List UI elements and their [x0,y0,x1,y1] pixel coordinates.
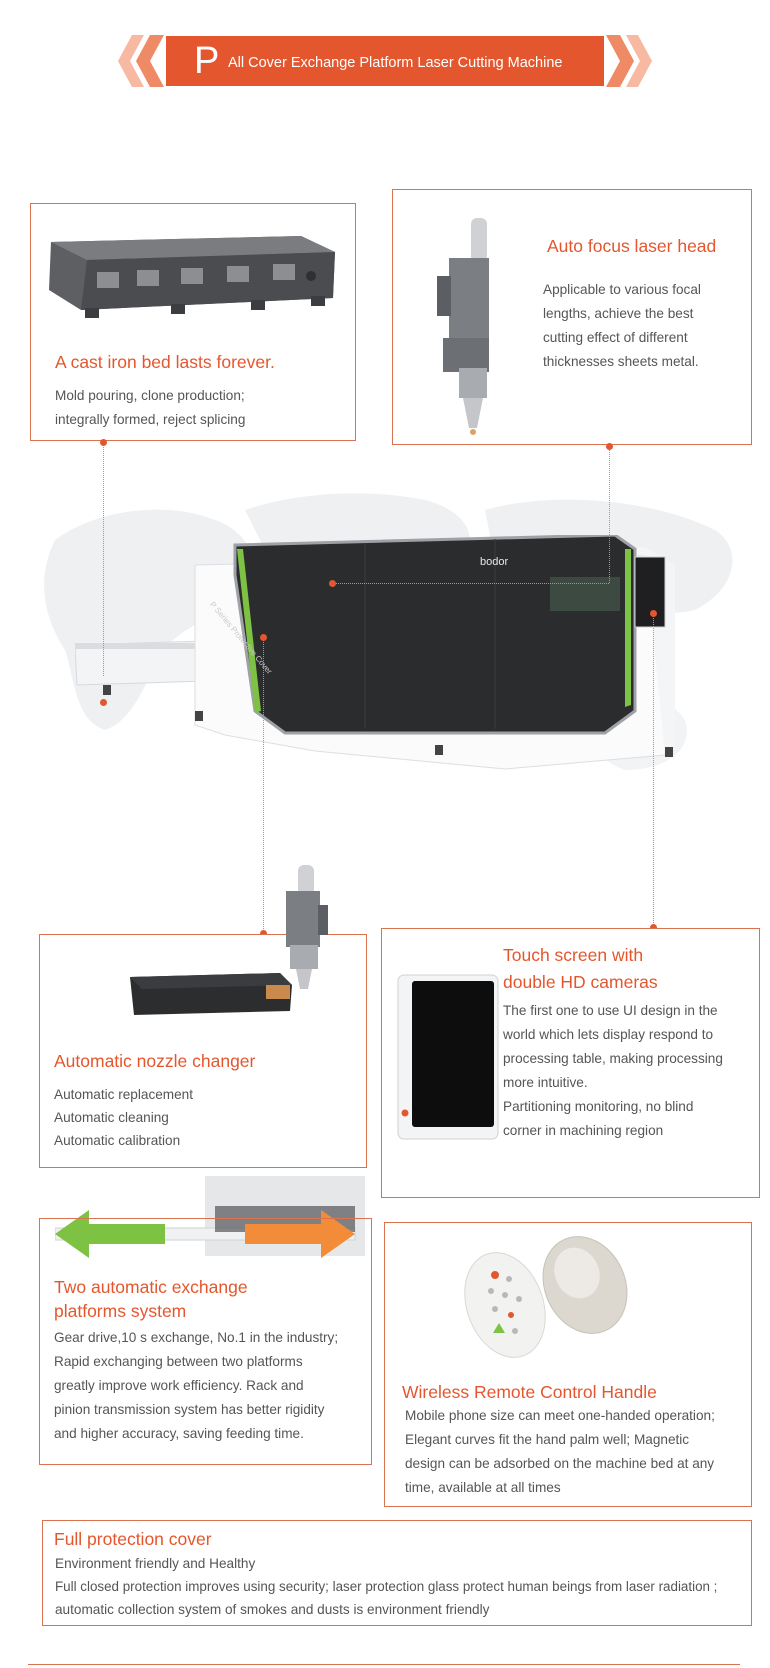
bottom-divider [28,1664,740,1665]
marker-laser-head-top [606,443,613,450]
cover-line-2: Full closed protection improves using se… [55,1579,718,1594]
remote-title: Wireless Remote Control Handle [402,1382,657,1402]
bed-line-1: Mold pouring, clone production; [55,388,245,403]
touch-line-1: The first one to use UI design in the [503,1003,718,1018]
laser-head-line-3: cutting effect of different [543,330,688,345]
laser-head-title: Auto focus laser head [547,236,717,256]
connector-touch [653,615,654,927]
laser-head-line-1: Applicable to various focal [543,282,701,297]
nozzle-title: Automatic nozzle changer [54,1051,256,1071]
touch-screen-image [397,974,499,1140]
remote-line-4: time, available at all times [405,1480,561,1495]
connector-bed [103,444,104,676]
marker-bed-top [100,439,107,446]
touch-line-2: world which lets display respond to [503,1027,714,1042]
laser-head-line-2: lengths, achieve the best [543,306,694,321]
marker-touch-box [650,924,657,931]
nozzle-line-1: Automatic replacement [54,1087,194,1102]
feature-card-remote: Wireless Remote Control Handle Mobile ph… [384,1222,752,1507]
cover-line-3: automatic collection system of smokes an… [55,1602,490,1617]
touch-line-6: corner in machining region [503,1123,664,1138]
feature-card-cover: Full protection cover Environment friend… [42,1520,752,1626]
banner-letter: P [194,40,220,82]
exchange-line-4: pinion transmission system has better ri… [54,1402,325,1417]
touch-line-4: more intuitive. [503,1075,588,1090]
touch-title-line-2: double HD cameras [503,972,658,992]
title-banner: P All Cover Exchange Platform Laser Cutt… [118,32,652,90]
feature-card-exchange: Two automatic exchange platforms system … [39,1218,372,1465]
banner-bar: P All Cover Exchange Platform Laser Cutt… [166,36,604,86]
connector-laser-head [609,448,610,583]
nozzle-line-3: Automatic calibration [54,1133,181,1148]
chevron-left-icon [118,35,164,87]
marker-bed-machine [100,699,107,706]
touch-title-line-1: Touch screen with [503,945,644,965]
feature-card-bed: A cast iron bed lasts forever. Mold pour… [30,203,356,441]
marker-touch-machine [650,610,657,617]
exchange-line-2: Rapid exchanging between two platforms [54,1354,303,1369]
brand-logo: bodor [480,556,509,568]
exchange-line-1: Gear drive,10 s exchange, No.1 in the in… [54,1330,339,1345]
cover-line-1: Environment friendly and Healthy [55,1556,256,1571]
touch-line-3: processing table, making processing [503,1051,723,1066]
feature-card-nozzle: Automatic nozzle changer Automatic repla… [39,865,367,1168]
laser-head-image [437,218,489,435]
remote-control-image [464,1236,628,1358]
exchange-line-3: greatly improve work efficiency. Rack an… [54,1378,304,1393]
remote-line-1: Mobile phone size can meet one-handed op… [405,1408,715,1423]
touch-line-5: Partitioning monitoring, no blind [503,1099,694,1114]
feature-card-laser-head: Auto focus laser head Applicable to vari… [392,189,752,445]
cast-iron-bed-image [49,236,335,318]
page-title: All Cover Exchange Platform Laser Cuttin… [228,55,563,71]
nozzle-line-2: Automatic cleaning [54,1110,169,1125]
remote-line-3: design can be adsorbed on the machine be… [405,1456,715,1471]
cover-title: Full protection cover [54,1529,212,1549]
exchange-line-5: and higher accuracy, saving feeding time… [54,1426,304,1441]
connector-laser-head-h [334,583,609,584]
marker-laser-head-machine [329,580,336,587]
laser-cutting-machine-image [75,535,675,770]
laser-head-line-4: thicknesses sheets metal. [543,354,699,369]
exchange-title-line-1: Two automatic exchange [54,1277,248,1297]
feature-card-touch-screen: Touch screen with double HD cameras The … [381,928,760,1198]
nozzle-changer-image [130,865,328,1015]
remote-line-2: Elegant curves fit the hand palm well; M… [405,1432,690,1447]
bed-title: A cast iron bed lasts forever. [55,352,275,372]
marker-nozzle-machine [260,634,267,641]
connector-nozzle [263,640,264,935]
chevron-right-icon [606,35,652,87]
bed-line-2: integrally formed, reject splicing [55,412,246,427]
marker-nozzle-box [260,930,267,937]
exchange-platform-image [55,1176,365,1258]
exchange-title-line-2: platforms system [54,1301,187,1321]
